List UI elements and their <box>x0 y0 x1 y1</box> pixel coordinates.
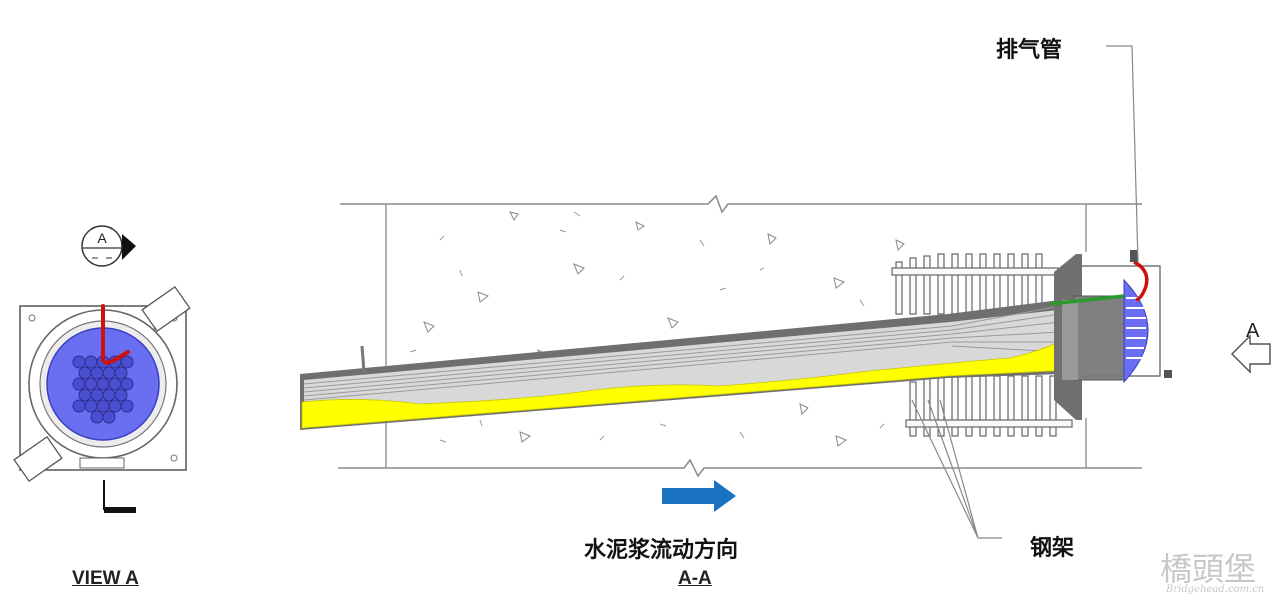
view-a-drawing: A <box>13 225 191 513</box>
leader-exhaust-pipe <box>1106 45 1139 263</box>
label-view-arrow-letter: A <box>1246 320 1260 342</box>
steel-frame <box>891 253 1073 437</box>
vent-pipe-green <box>1049 294 1125 306</box>
anchor-head-side <box>1123 278 1149 384</box>
label-grout-flow-direction: 水泥浆流动方向 <box>584 538 739 563</box>
label-steel-frame: 钢架 <box>1030 536 1075 561</box>
vent-pipe-red <box>101 304 130 365</box>
concrete-aggregate <box>423 211 905 447</box>
strand-holes <box>72 355 134 424</box>
grout-fill <box>301 335 1073 429</box>
concrete-flecks <box>409 211 885 443</box>
section-marker-letter: A <box>97 230 107 246</box>
concrete-top-line <box>340 194 1142 214</box>
watermark-logo: 橋頭堡 <box>1160 550 1257 588</box>
watermark-site: Bridgehead.com.cn <box>1166 584 1265 595</box>
concrete-bottom-line <box>338 458 1142 478</box>
flow-direction-arrow-icon <box>662 480 736 512</box>
wedges <box>1126 297 1146 359</box>
section-aa-drawing <box>300 45 1271 539</box>
vent-pipe-red-side <box>1133 260 1149 302</box>
label-exhaust-pipe: 排气管 <box>996 38 1063 63</box>
label-section-aa: A-A <box>678 568 712 589</box>
section-marker-pointer-icon <box>122 234 136 260</box>
grout-cap <box>1082 265 1161 377</box>
anchor-block <box>1073 295 1125 381</box>
view-a-arrow-icon <box>1230 334 1271 374</box>
label-view-a: VIEW A <box>72 568 139 589</box>
leader-steel-frame <box>911 399 1002 539</box>
strands <box>303 305 1061 401</box>
